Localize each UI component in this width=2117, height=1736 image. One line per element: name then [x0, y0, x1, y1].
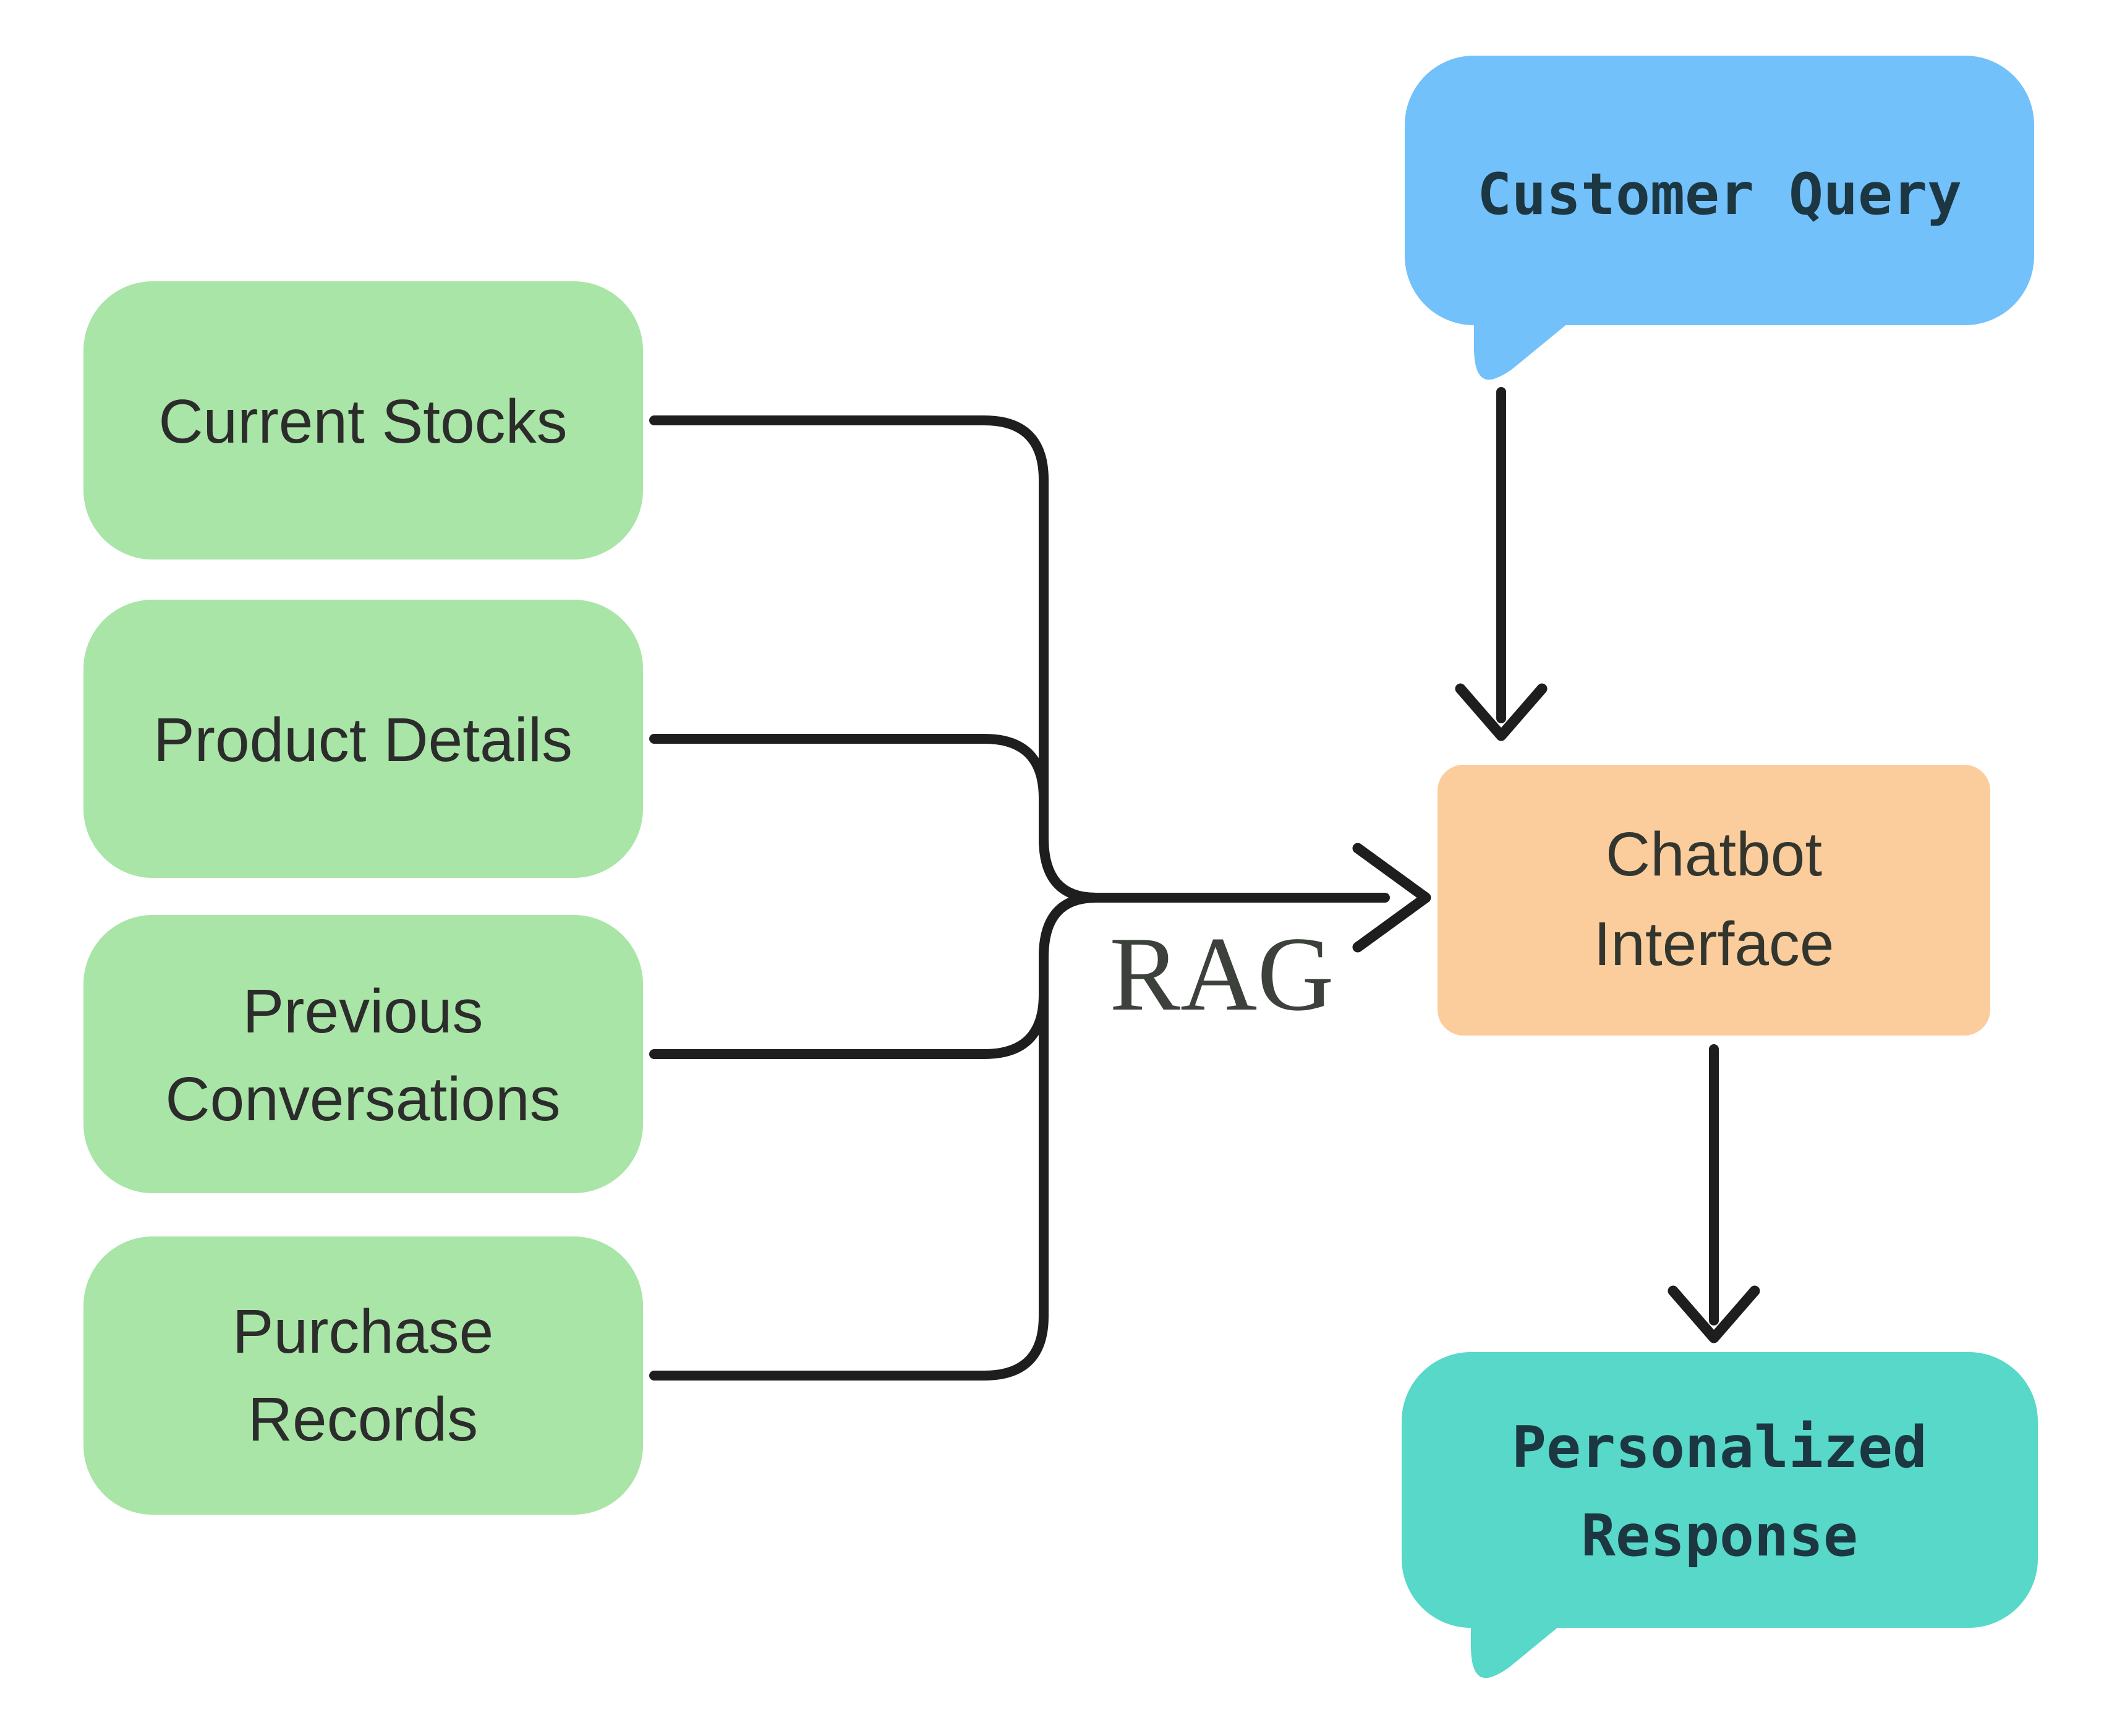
- rag-arrowhead-icon: [1352, 843, 1431, 953]
- connector-purchase-records: [649, 893, 1101, 1381]
- query-arrowhead-icon: [1455, 683, 1548, 741]
- connector-group: [649, 387, 1760, 1381]
- connector-current-stocks: [649, 415, 1101, 903]
- chatbot-label-line1: Chatbot: [1606, 820, 1822, 889]
- customer-query-node: Customer Query: [1405, 56, 2034, 380]
- source-node-product-details: Product Details: [83, 600, 643, 878]
- source-label-line1: Previous: [242, 977, 483, 1046]
- speech-bubble-body: [1402, 1352, 2038, 1628]
- customer-query-label: Customer Query: [1477, 161, 1962, 228]
- chatbot-box: [1438, 765, 1990, 1036]
- connector-product-details: [649, 734, 1101, 903]
- source-node-previous-conversations: Previous Conversations: [83, 915, 643, 1193]
- speech-bubble-body: [1405, 56, 2034, 325]
- source-box: [83, 600, 643, 878]
- response-label-line1: Personalized: [1512, 1414, 1927, 1481]
- rag-label: RAG: [1109, 916, 1334, 1033]
- source-label-line2: Conversations: [165, 1065, 560, 1134]
- source-node-current-stocks: Current Stocks: [83, 281, 643, 560]
- source-label: Current Stocks: [158, 387, 567, 456]
- chatbot-label-line2: Interface: [1593, 909, 1834, 979]
- response-label-line2: Response: [1581, 1502, 1858, 1569]
- chatbot-interface-node: Chatbot Interface: [1438, 765, 1990, 1036]
- connector-previous-conversations: [649, 893, 1101, 1059]
- personalized-response-node: Personalized Response: [1402, 1352, 2038, 1679]
- source-label-line1: Purchase: [232, 1297, 493, 1366]
- response-arrowhead-icon: [1668, 1285, 1760, 1343]
- source-box: [83, 915, 643, 1193]
- source-box: [83, 1236, 643, 1515]
- source-box: [83, 281, 643, 560]
- source-label-line2: Records: [248, 1385, 478, 1454]
- source-label: Product Details: [153, 705, 573, 775]
- source-node-purchase-records: Purchase Records: [83, 1236, 643, 1515]
